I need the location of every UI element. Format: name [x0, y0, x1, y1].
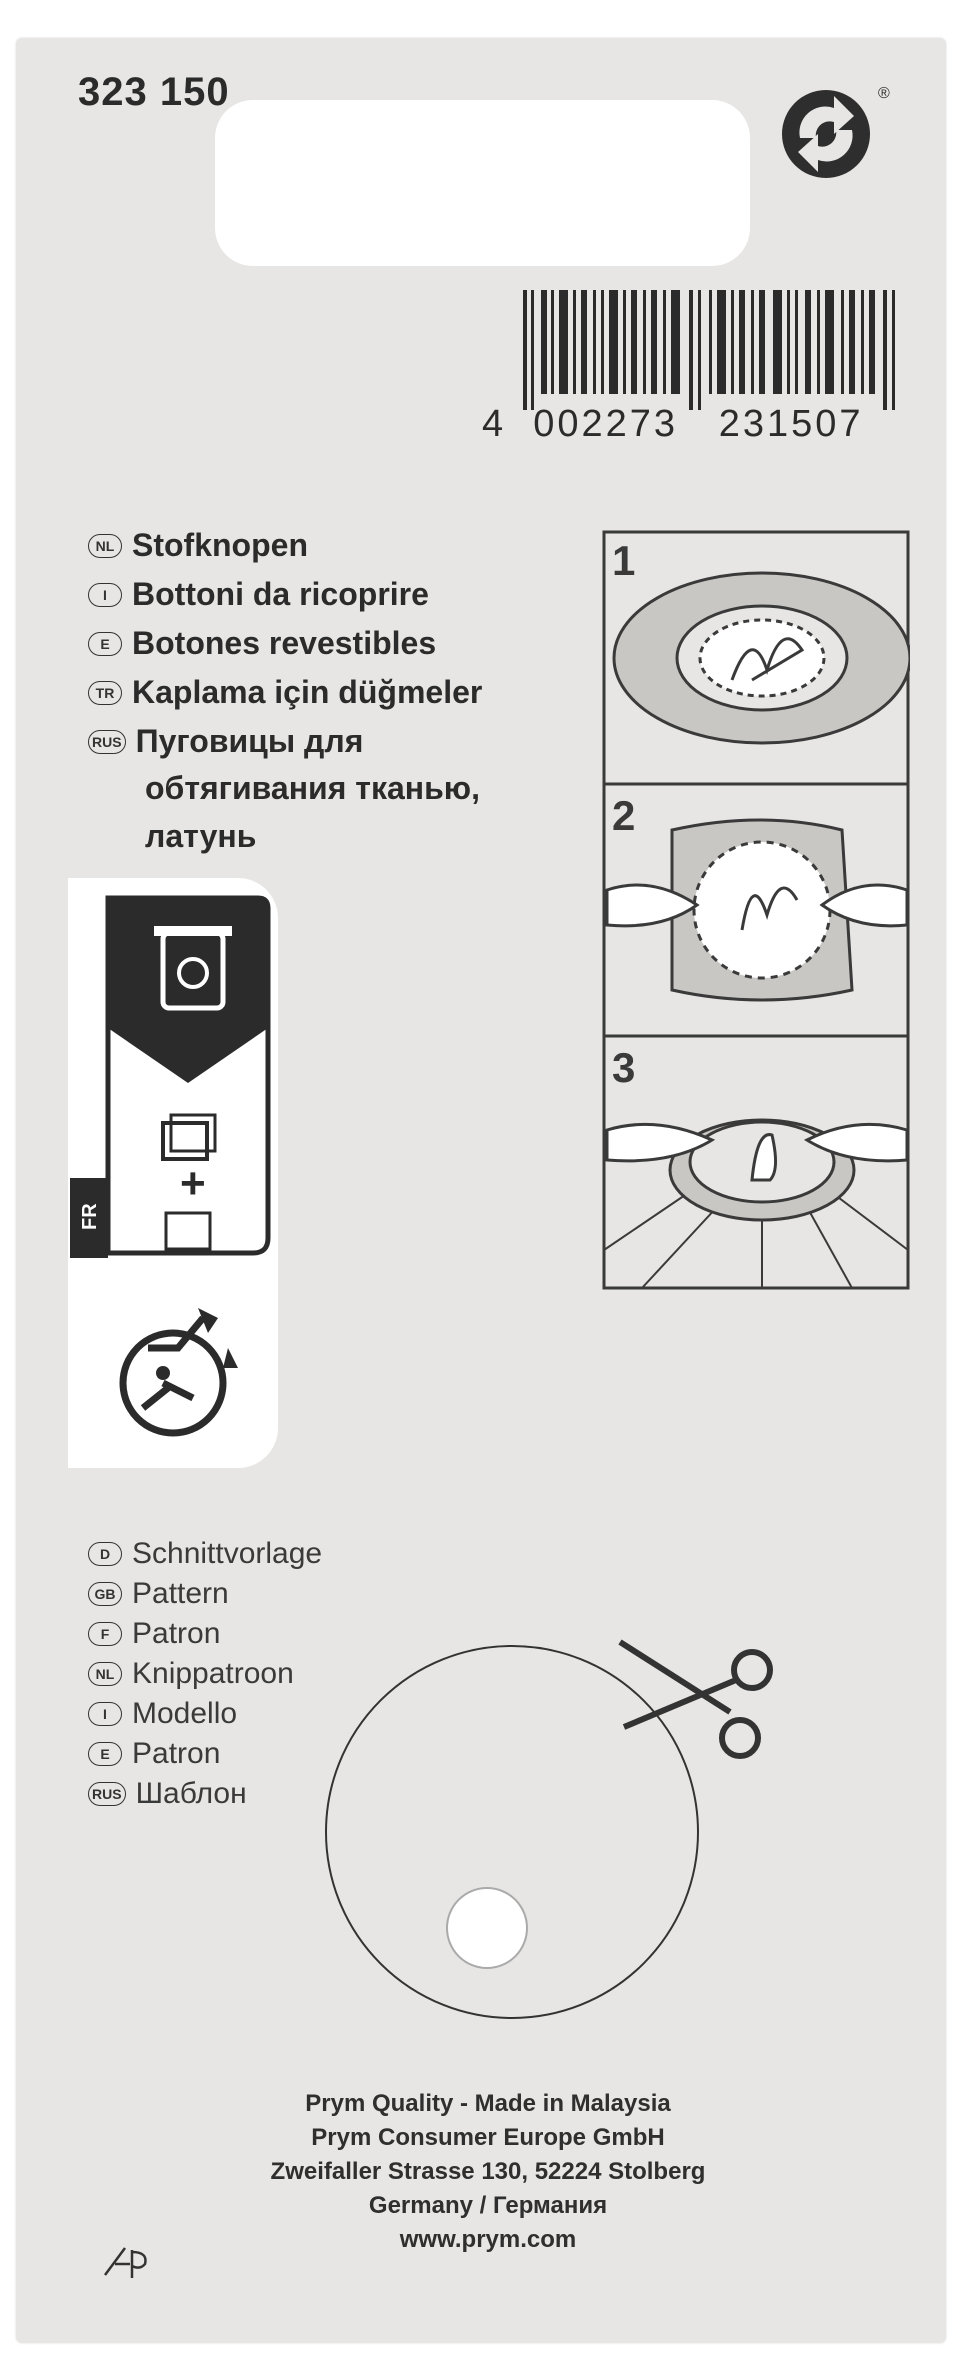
language-badge: E	[88, 1742, 122, 1766]
title-row-i: I Bottoni da ricoprire	[88, 576, 429, 613]
product-title-continued: латунь	[145, 818, 257, 854]
title-row-rus: RUS Пуговицы для	[88, 723, 363, 760]
language-badge: F	[88, 1622, 122, 1646]
country-label: FR	[79, 1203, 101, 1230]
product-title: Bottoni da ricoprire	[132, 576, 429, 612]
pattern-label: Knippatroon	[132, 1657, 294, 1690]
language-badge: TR	[88, 680, 122, 705]
title-row-nl: NL Stofknopen	[88, 527, 308, 564]
language-badge: NL	[88, 533, 122, 558]
product-title: Stofknopen	[132, 527, 308, 563]
step-2-illustration	[605, 818, 909, 1002]
language-badge: I	[88, 1702, 122, 1726]
instruction-steps: 1 2 3	[602, 530, 910, 1290]
plus-sign: +	[180, 1159, 206, 1208]
title-row-tr: TR Kaplama için düğmeler	[88, 674, 482, 711]
product-title-continued: обтягивания тканью,	[145, 770, 480, 806]
language-badge: RUS	[88, 1782, 126, 1806]
barcode-group-2: 231507	[718, 403, 864, 445]
pattern-label: Шаблон	[135, 1777, 247, 1810]
pattern-row-rus: RUS Шаблон	[88, 1777, 247, 1811]
language-badge: E	[88, 631, 122, 656]
hang-slot	[215, 100, 750, 266]
language-badge: NL	[88, 1662, 122, 1686]
footer-line: Zweifaller Strasse 130, 52224 Stolberg	[270, 2158, 706, 2185]
language-badge: GB	[88, 1582, 122, 1606]
article-number: 323 150	[78, 70, 230, 114]
pattern-label: Schnittvorlage	[132, 1537, 323, 1570]
pattern-row-d: D Schnittvorlage	[88, 1537, 322, 1571]
product-title: Botones revestibles	[132, 625, 437, 661]
language-badge: I	[88, 582, 122, 607]
pattern-row-gb: GB Pattern	[88, 1577, 229, 1611]
cutting-pattern-circle	[325, 1645, 699, 2019]
footer-line: Prym Consumer Europe GmbH	[311, 2124, 665, 2151]
step-number: 2	[612, 792, 635, 839]
pattern-label: Modello	[132, 1697, 238, 1730]
pattern-label: Patron	[132, 1737, 221, 1770]
footer-line: www.prym.com	[399, 2226, 577, 2253]
pattern-label: Patron	[132, 1617, 221, 1650]
pattern-row-e: E Patron	[88, 1737, 220, 1771]
step-3-illustration	[603, 1118, 909, 1289]
hang-hole	[446, 1887, 528, 1969]
footer-line: Prym Quality - Made in Malaysia	[305, 2090, 671, 2117]
scissors-icon	[618, 1639, 773, 1759]
barcode-digits: 4 002273 231507	[482, 403, 902, 446]
pattern-row-nl: NL Knippatroon	[88, 1657, 294, 1691]
triman-icon	[119, 1308, 238, 1437]
barcode-group-1: 002273	[533, 403, 679, 445]
pattern-row-f: F Patron	[88, 1617, 220, 1651]
step-number: 1	[612, 537, 635, 584]
barcode-first-digit: 4	[482, 403, 507, 445]
product-title: Пуговицы для	[135, 723, 364, 759]
title-row-e: E Botones revestibles	[88, 625, 436, 662]
pattern-label: Pattern	[132, 1577, 229, 1610]
trademark-symbol: ®	[878, 85, 890, 102]
triman-info-graphic: + FR	[70, 895, 271, 1437]
triman-recycling-panel: + FR	[68, 878, 278, 1468]
step-1-illustration	[612, 571, 910, 745]
footer-line: Germany / Германия	[368, 2192, 608, 2219]
language-badge: RUS	[88, 729, 126, 754]
step-number: 3	[612, 1044, 635, 1091]
green-dot-recycle-icon: ®	[782, 85, 890, 178]
barcode	[523, 290, 895, 410]
handwritten-mark	[103, 2247, 147, 2278]
product-title: Kaplama için düğmeler	[132, 674, 483, 710]
pattern-row-i: I Modello	[88, 1697, 237, 1731]
language-badge: D	[88, 1542, 122, 1566]
